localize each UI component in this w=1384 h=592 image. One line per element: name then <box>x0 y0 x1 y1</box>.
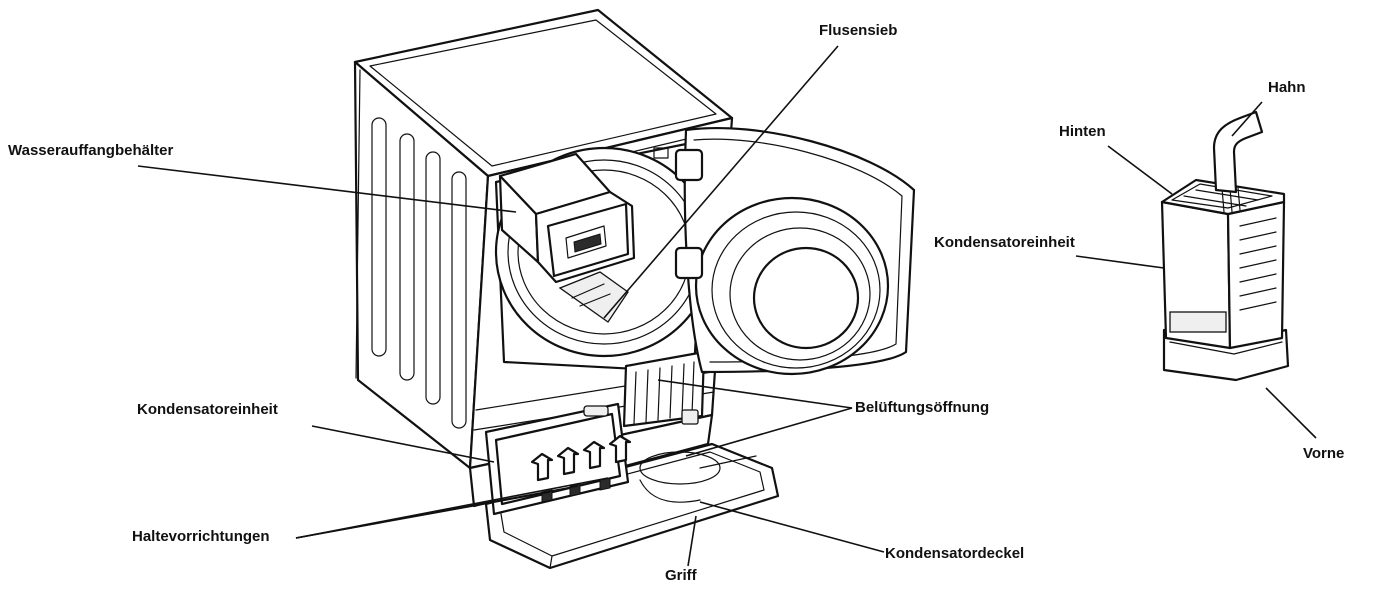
label-belueftungsoeffnung: Belüftungsöffnung <box>855 399 990 416</box>
label-hinten: Hinten <box>1059 123 1106 140</box>
label-kondensatoreinheit-right: Kondensatoreinheit <box>934 234 1075 251</box>
label-flusensieb: Flusensieb <box>819 22 898 39</box>
condenser-unit-standalone-illustration <box>1160 110 1290 382</box>
condenser-cover-illustration <box>484 409 780 570</box>
label-hahn: Hahn <box>1268 79 1306 96</box>
open-door-illustration <box>674 126 916 376</box>
label-vorne: Vorne <box>1303 445 1345 462</box>
label-wasserauffangbehaelter: Wasserauffangbehälter <box>8 142 174 159</box>
leader-lines <box>137 45 1317 567</box>
label-kondensatordeckel: Kondensatordeckel <box>885 545 1025 562</box>
water-tank-illustration <box>498 152 636 284</box>
label-haltevorrichtungen: Haltevorrichtungen <box>132 528 270 545</box>
label-griff: Griff <box>665 567 697 584</box>
label-kondensatoreinheit-left: Kondensatoreinheit <box>137 401 278 418</box>
